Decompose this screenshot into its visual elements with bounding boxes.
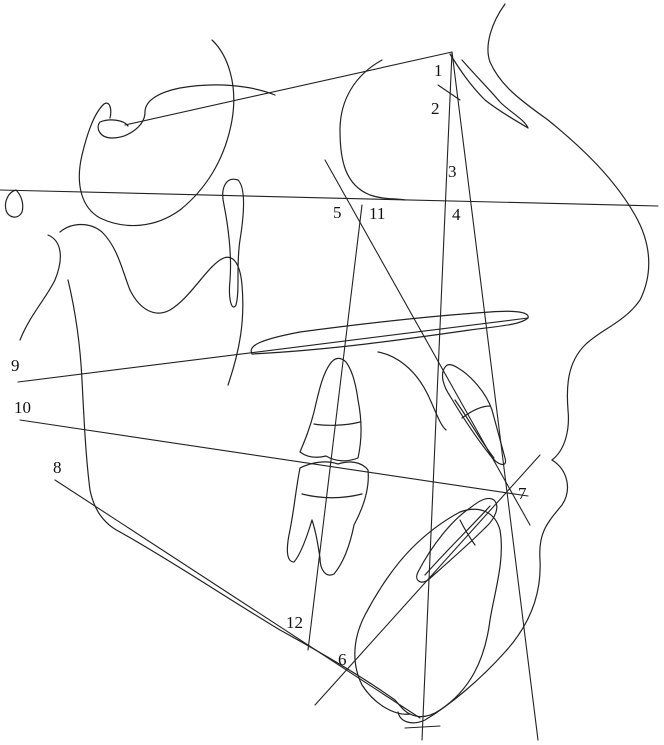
symphysis-inner xyxy=(354,511,461,715)
anterior-cranial-base xyxy=(339,59,406,201)
nasal-bone-outline xyxy=(449,53,529,129)
cranial-outlines xyxy=(4,39,406,386)
point-labels: 1 2 3 4 5 6 7 8 9 10 11 12 xyxy=(11,61,527,669)
mandible-outline xyxy=(67,279,502,718)
label-12: 12 xyxy=(286,613,303,632)
lower-incisor-axis-line xyxy=(314,454,541,706)
ramus-posterior-border xyxy=(67,279,121,533)
label-6: 6 xyxy=(338,650,347,669)
upper-molar-cej xyxy=(313,421,361,426)
pterygomaxillary-fissure xyxy=(222,178,245,308)
symphysis-anterior xyxy=(409,508,502,718)
upper-incisor xyxy=(441,364,507,465)
upper-molar xyxy=(299,357,362,462)
reference-lines xyxy=(0,51,659,741)
label-3: 3 xyxy=(448,162,457,181)
maxillary-alveolus xyxy=(377,351,447,431)
lower-incisor-root-line xyxy=(424,505,491,576)
upper-incisor-root-line xyxy=(454,399,495,459)
posterior-ramus-outline xyxy=(19,234,61,341)
lip-chin-outline xyxy=(397,459,569,724)
clivus-outline xyxy=(78,39,235,227)
label-11: 11 xyxy=(369,204,385,223)
facial-line xyxy=(451,51,539,741)
maxilla-outline xyxy=(250,310,529,431)
forehead-nose-outline xyxy=(487,3,650,461)
label-4: 4 xyxy=(452,205,461,224)
soft-tissue-profile xyxy=(397,3,650,724)
label-8: 8 xyxy=(53,458,62,477)
label-7: 7 xyxy=(518,484,527,503)
porion-outline xyxy=(4,189,24,218)
occlusal-plane-line xyxy=(19,419,529,497)
nasal-bone xyxy=(449,53,529,129)
menton-cross-tick xyxy=(404,725,441,729)
mandibular-lower-border xyxy=(119,531,411,715)
nasion-menton-line xyxy=(421,51,453,741)
nasion-base-tick xyxy=(437,84,461,101)
condyle-outline xyxy=(59,223,244,386)
lower-molar xyxy=(286,461,369,576)
label-5: 5 xyxy=(333,203,342,222)
palate xyxy=(250,310,529,355)
label-1: 1 xyxy=(434,61,443,80)
palatal-plane-line xyxy=(17,317,529,383)
molar-axis-line xyxy=(307,204,363,651)
frankfort-horizontal-line xyxy=(0,189,659,207)
upper-incisor-axis-line xyxy=(324,159,531,526)
lower-incisor-crown-line xyxy=(459,519,476,546)
sella-nasion-line xyxy=(124,51,453,126)
label-10: 10 xyxy=(14,398,31,417)
sella-turcica xyxy=(97,84,276,139)
molars xyxy=(286,357,369,576)
label-2: 2 xyxy=(431,99,440,118)
mandibular-plane-line xyxy=(54,479,421,719)
lower-molar-cej xyxy=(301,493,363,499)
upper-incisor-crown-line xyxy=(461,405,491,419)
label-9: 9 xyxy=(11,356,20,375)
